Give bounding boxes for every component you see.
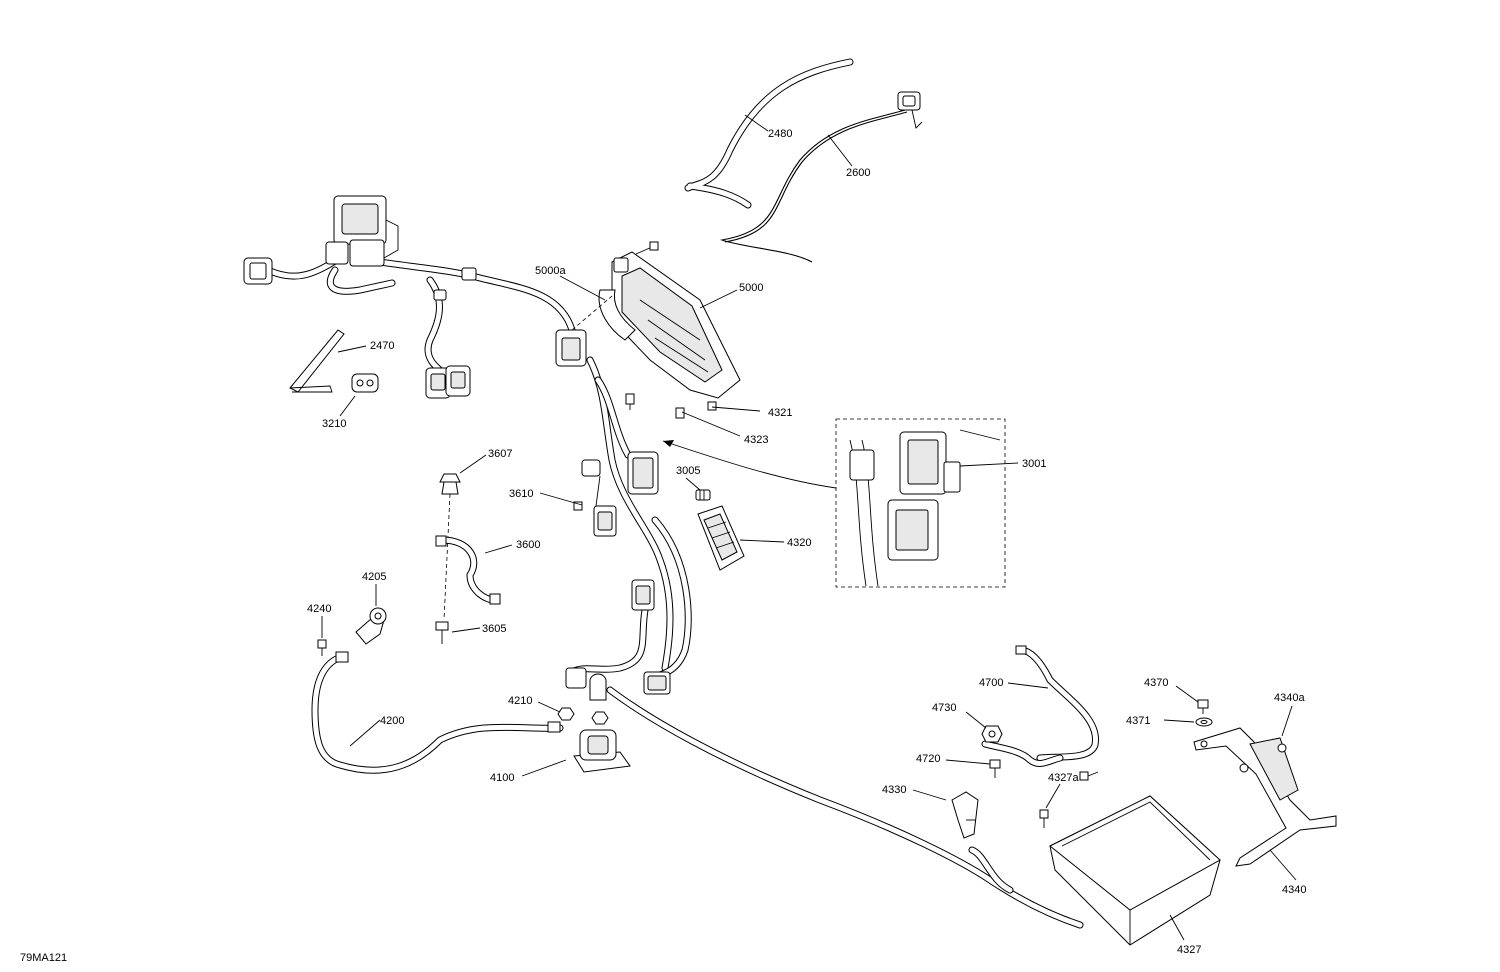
- label-2470: 2470: [370, 340, 394, 352]
- screws-4321-4323: [625, 393, 717, 419]
- label-4330: 4330: [882, 784, 906, 796]
- cable-4200: [311, 651, 564, 774]
- bolt-top-ecm: [635, 241, 659, 255]
- label-2480: 2480: [768, 128, 792, 140]
- label-5000a: 5000a: [535, 265, 566, 277]
- part-3210: [351, 373, 379, 393]
- fuse-box-4320: [697, 505, 745, 571]
- ground-strap-3600: [435, 473, 501, 644]
- part-4240: [317, 639, 327, 656]
- label-3610: 3610: [509, 488, 533, 500]
- detail-box-3001: [662, 418, 1006, 588]
- label-3600: 3600: [516, 539, 540, 551]
- connector-pair: [425, 365, 471, 399]
- label-4340: 4340: [1282, 884, 1306, 896]
- label-4370: 4370: [1144, 677, 1168, 689]
- connectors-3610: [573, 451, 659, 537]
- label-3210: 3210: [322, 418, 346, 430]
- label-4327a: 4327a: [1048, 772, 1079, 784]
- part-4370: [1197, 699, 1209, 714]
- part-4371: [1195, 717, 1213, 727]
- solenoid-4100: [573, 729, 631, 773]
- label-4700: 4700: [979, 677, 1003, 689]
- label-5000: 5000: [739, 282, 763, 294]
- part-4210: [557, 707, 609, 725]
- label-4730: 4730: [932, 702, 956, 714]
- ecm-5000: [598, 251, 741, 399]
- harness-clip: [433, 267, 477, 301]
- label-4371: 4371: [1126, 715, 1150, 727]
- connector-cluster-left: [243, 195, 399, 285]
- label-4323: 4323: [744, 434, 768, 446]
- label-2600: 2600: [846, 167, 870, 179]
- cable-2480: [684, 58, 854, 209]
- part-4730: [981, 725, 1003, 743]
- part-4720: [989, 759, 1001, 778]
- label-4327: 4327: [1177, 944, 1201, 956]
- label-3605: 3605: [482, 623, 506, 635]
- label-3001: 3001: [1022, 458, 1046, 470]
- part-4327a: [1039, 771, 1099, 828]
- label-3005: 3005: [676, 465, 700, 477]
- label-4321: 4321: [768, 407, 792, 419]
- reference-labels: 2480 2600 5000a 5000 2470 3210 4321 4323…: [20, 128, 1306, 964]
- part-4205: [355, 607, 387, 645]
- battery-4327: [968, 795, 1221, 946]
- leader-lines: [321, 114, 1297, 941]
- cable-4700: [981, 645, 1099, 767]
- part-4330: [951, 791, 979, 839]
- label-4205: 4205: [362, 571, 386, 583]
- label-3607: 3607: [488, 448, 512, 460]
- label-4200: 4200: [380, 715, 404, 727]
- label-4100: 4100: [490, 772, 514, 784]
- cable-2600: [719, 91, 923, 263]
- bracket-4340: [1193, 727, 1337, 867]
- label-4720: 4720: [916, 753, 940, 765]
- connector-5000a: [555, 295, 613, 367]
- part-3005: [695, 489, 711, 501]
- label-4320: 4320: [787, 537, 811, 549]
- label-4240: 4240: [307, 603, 331, 615]
- label-4210: 4210: [508, 695, 532, 707]
- label-4340a: 4340a: [1274, 692, 1305, 704]
- connectors-lower-trunk: [565, 579, 671, 701]
- part-2470: [289, 329, 345, 393]
- figure-code: 79MA121: [20, 952, 67, 964]
